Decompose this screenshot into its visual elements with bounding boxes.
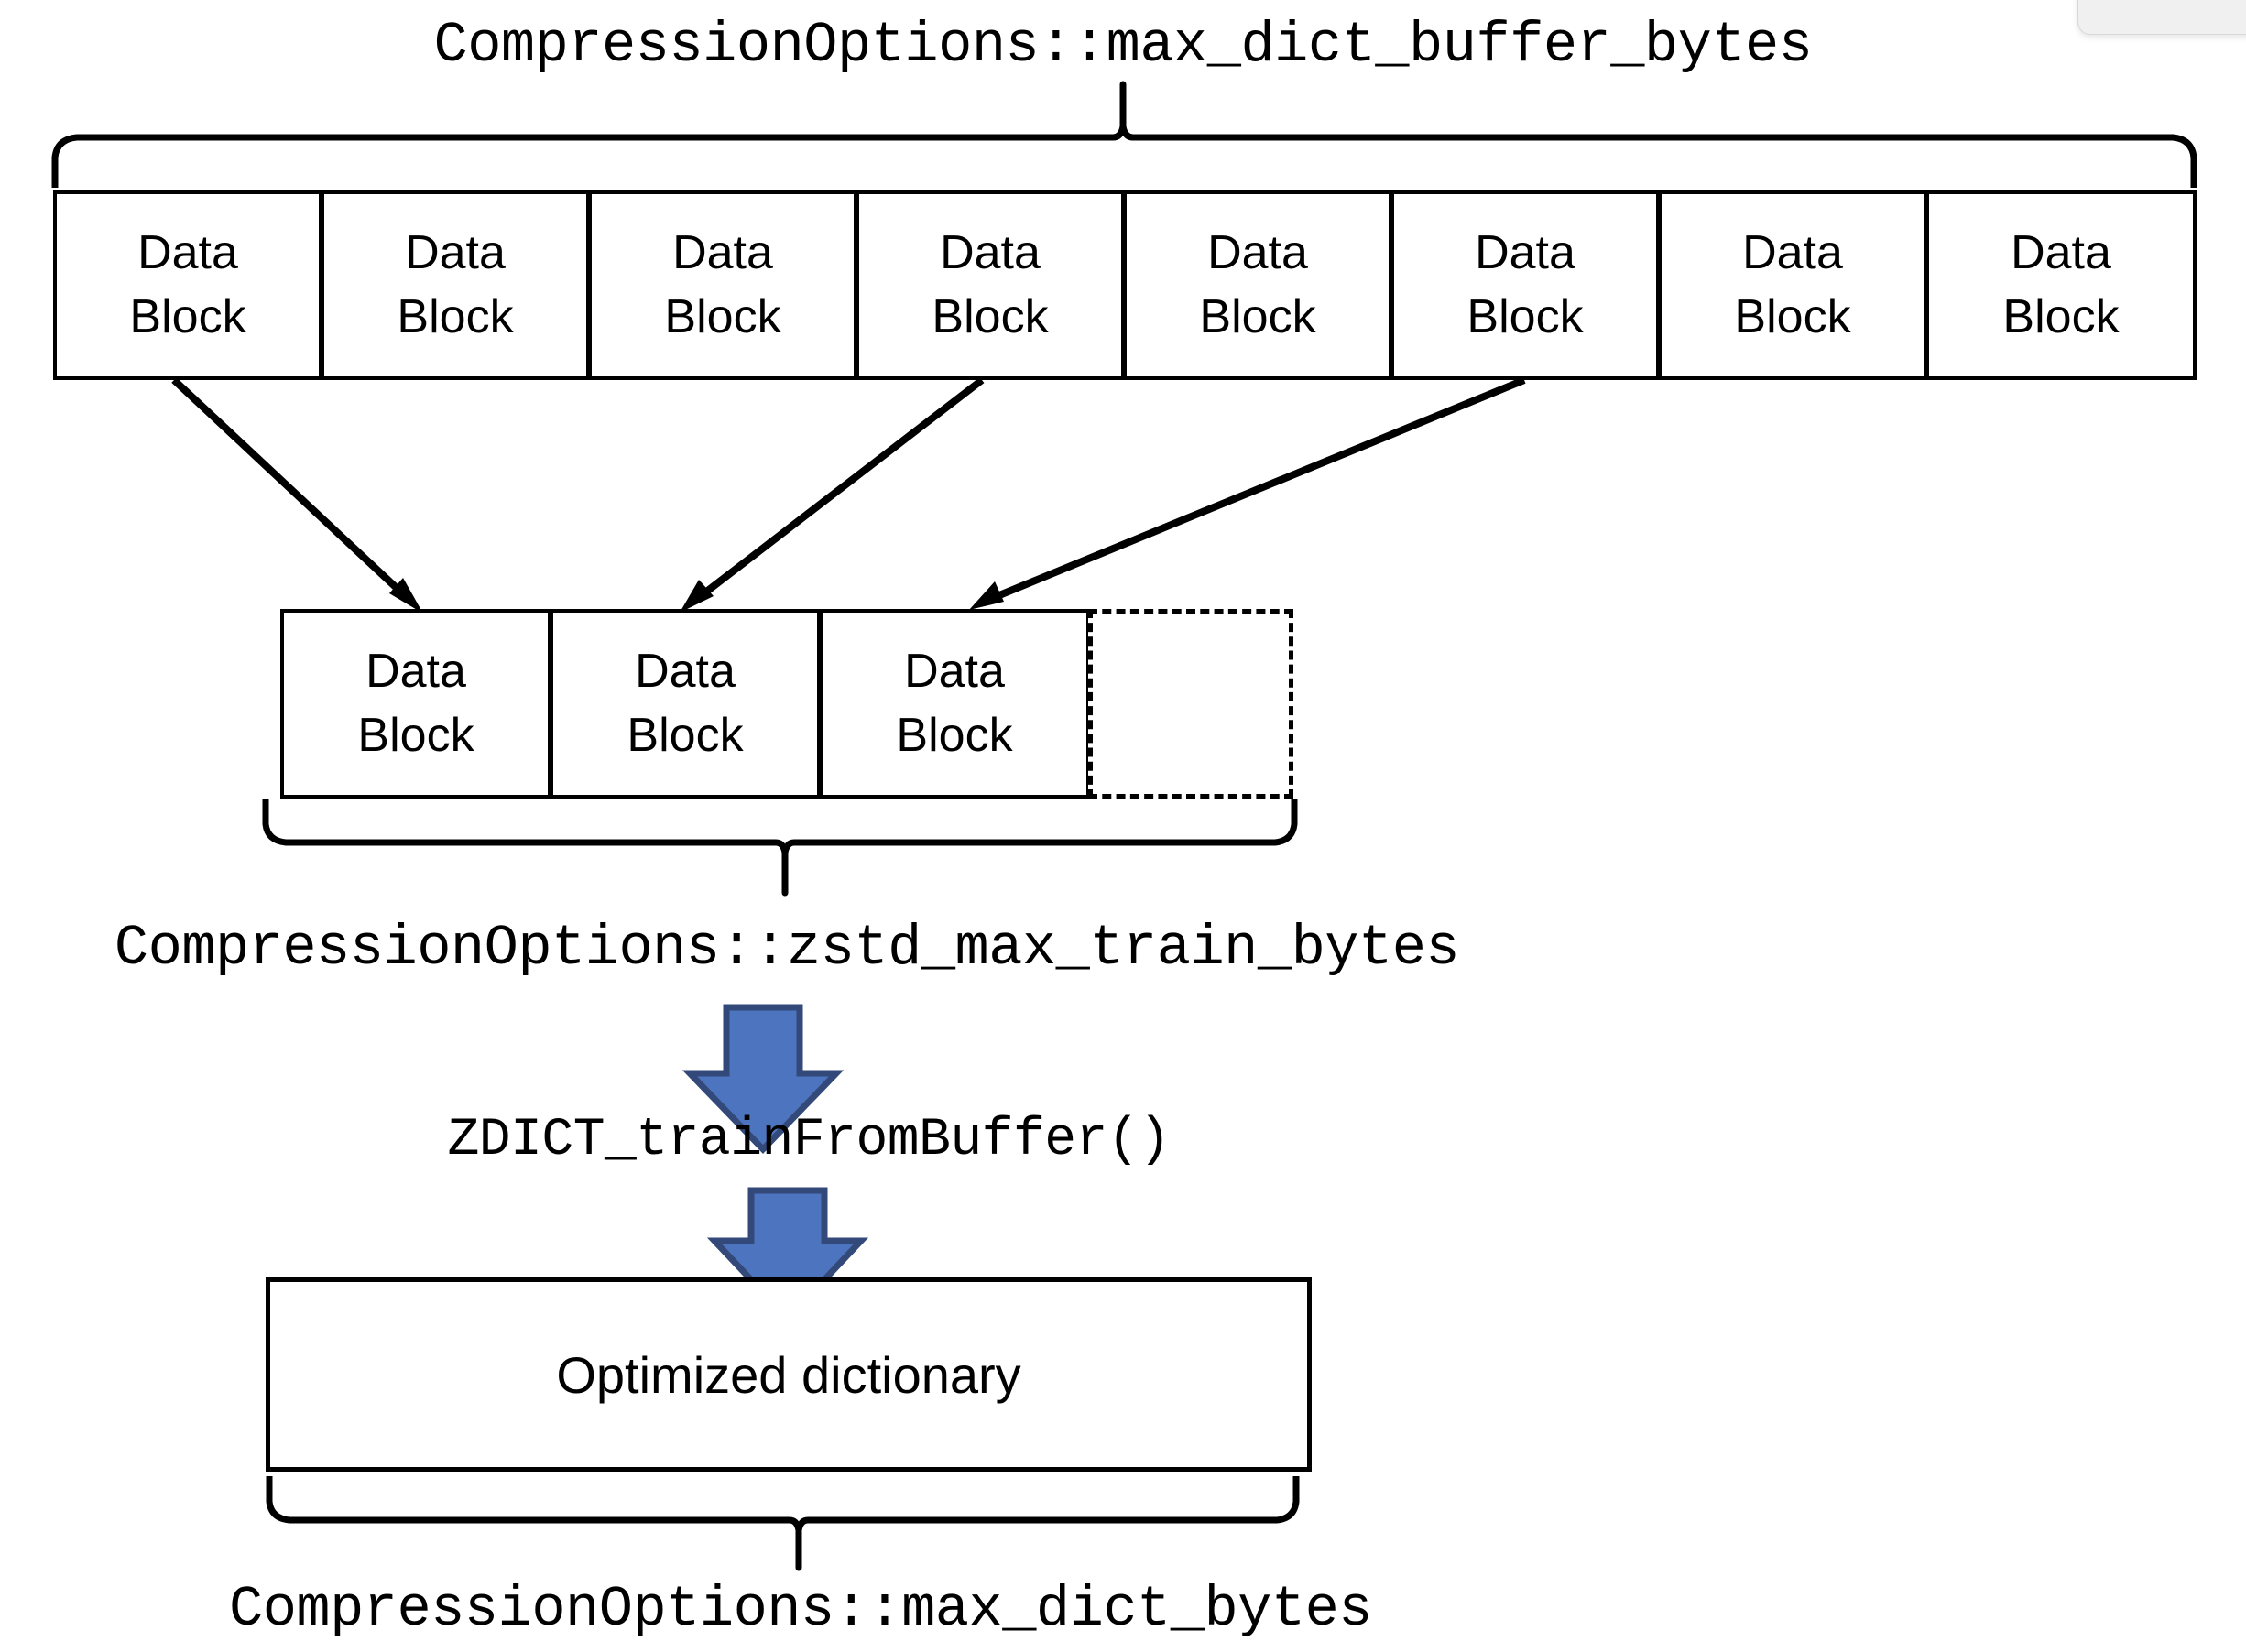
data-block: Data Block <box>1658 190 1927 380</box>
data-block-line2: Block <box>896 708 1013 762</box>
label-zdict-train-from-buffer: ZDICT_trainFromBuffer() <box>447 1111 1171 1170</box>
data-block-line1: Data <box>1742 225 1843 279</box>
data-block: Data Block <box>1925 190 2197 380</box>
data-block: Data Block <box>856 190 1125 380</box>
data-block-line1: Data <box>137 225 238 279</box>
data-block-line1: Data <box>2011 225 2111 279</box>
data-block-line1: Data <box>940 225 1041 279</box>
optimized-dictionary-box: Optimized dictionary <box>266 1277 1312 1472</box>
data-block-line2: Block <box>2002 289 2120 343</box>
brace-mid <box>262 799 1298 897</box>
data-block-line2: Block <box>664 289 781 343</box>
brace-bottom <box>266 1476 1300 1571</box>
data-block: Data Block <box>280 609 551 799</box>
arrow-block-1-to-mid <box>171 377 423 614</box>
data-block-line2: Block <box>129 289 246 343</box>
data-block-line2: Block <box>627 708 744 762</box>
data-block-line1: Data <box>405 225 506 279</box>
data-block-line2: Block <box>932 289 1049 343</box>
data-block-line1: Data <box>672 225 773 279</box>
data-block-line1: Data <box>635 644 736 698</box>
data-block: Data Block <box>321 190 590 380</box>
label-zstd-max-train-bytes: CompressionOptions::zstd_max_train_bytes <box>114 916 1460 981</box>
data-block-line2: Block <box>1466 289 1584 343</box>
data-block-line1: Data <box>1475 225 1575 279</box>
data-block-line1: Data <box>365 644 466 698</box>
data-block: Data Block <box>1390 190 1660 380</box>
label-max-dict-bytes: CompressionOptions::max_dict_bytes <box>228 1577 1373 1642</box>
brace-top <box>51 81 2197 188</box>
data-block: Data Block <box>819 609 1090 799</box>
optimized-dictionary-label: Optimized dictionary <box>556 1345 1021 1404</box>
data-block-line1: Data <box>1207 225 1308 279</box>
label-max-dict-buffer-bytes: CompressionOptions::max_dict_buffer_byte… <box>433 13 1813 78</box>
data-block: Data Block <box>53 190 322 380</box>
data-block: Data Block <box>588 190 857 380</box>
data-block-row-mid: Data Block Data Block Data Block <box>0 0 2246 824</box>
ui-corner-fragment <box>2077 0 2246 35</box>
blue-down-arrow-1 <box>681 1004 845 1155</box>
data-block-line2: Block <box>1199 289 1316 343</box>
data-block-line2: Block <box>1734 289 1851 343</box>
data-block-row-top: Data Block Data Block Data Block Data Bl… <box>0 0 2246 385</box>
arrow-block-6-to-mid <box>969 376 1526 610</box>
data-block: Data Block <box>550 609 821 799</box>
arrow-block-4-to-mid <box>680 376 985 613</box>
data-block-empty-slot <box>1088 609 1293 799</box>
data-block-line1: Data <box>904 644 1005 698</box>
data-block-line2: Block <box>357 708 474 762</box>
data-block-line2: Block <box>397 289 514 343</box>
